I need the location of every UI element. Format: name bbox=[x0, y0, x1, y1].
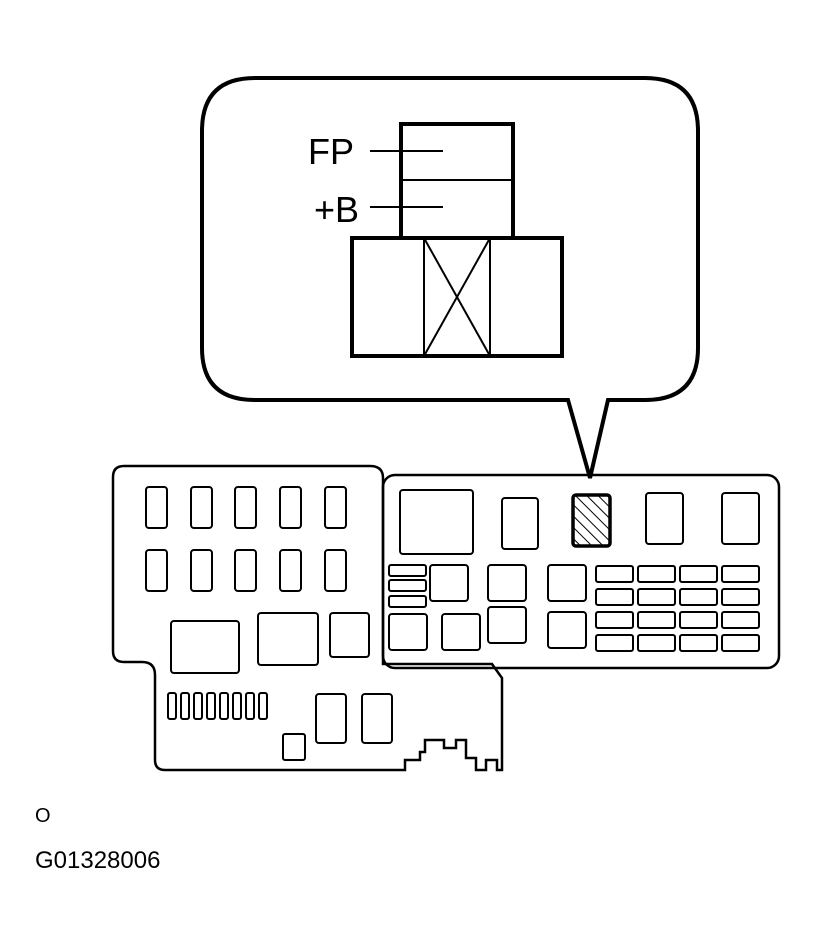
left-fuse bbox=[324, 549, 347, 592]
grid-fuse bbox=[595, 611, 634, 629]
mini-fuse bbox=[206, 692, 216, 720]
relay-cross-b bbox=[423, 237, 491, 357]
grid-fuse bbox=[637, 565, 676, 583]
grid-fuse bbox=[679, 565, 718, 583]
mini-fuse bbox=[245, 692, 255, 720]
small-fuse bbox=[388, 564, 427, 577]
right-large-relay bbox=[399, 489, 474, 555]
right-relay-block bbox=[381, 473, 781, 670]
left-relay bbox=[329, 612, 370, 658]
left-fuse bbox=[190, 549, 213, 592]
left-fuse bbox=[145, 549, 168, 592]
mini-fuse bbox=[167, 692, 177, 720]
small-fuse bbox=[388, 579, 427, 592]
left-fuse bbox=[190, 486, 213, 529]
left-fuse bbox=[145, 486, 168, 529]
mini-fuse bbox=[258, 692, 268, 720]
grid-fuse bbox=[637, 634, 676, 652]
mini-fuse bbox=[219, 692, 229, 720]
left-fuse-panel bbox=[111, 464, 504, 772]
left-small-block bbox=[282, 733, 306, 761]
highlighted-relay bbox=[571, 493, 612, 548]
terminal-b-label: +B bbox=[314, 189, 359, 230]
small-fuse bbox=[388, 595, 427, 608]
grid-fuse bbox=[595, 588, 634, 606]
mini-fuse bbox=[180, 692, 190, 720]
grid-fuse bbox=[595, 634, 634, 652]
left-fuse bbox=[279, 486, 302, 529]
grid-fuse bbox=[679, 611, 718, 629]
mini-fuse bbox=[232, 692, 242, 720]
grid-fuse bbox=[595, 565, 634, 583]
right-block bbox=[547, 564, 587, 602]
right-relay bbox=[721, 492, 760, 545]
left-fuse bbox=[324, 486, 347, 529]
right-block bbox=[441, 613, 481, 651]
right-relay bbox=[501, 497, 539, 550]
grid-fuse bbox=[637, 588, 676, 606]
right-block bbox=[388, 613, 428, 651]
right-relay bbox=[645, 492, 684, 545]
right-block bbox=[487, 564, 527, 602]
grid-fuse bbox=[721, 588, 760, 606]
grid-fuse bbox=[721, 565, 760, 583]
left-fuse bbox=[279, 549, 302, 592]
right-block bbox=[429, 564, 469, 602]
mini-fuse bbox=[193, 692, 203, 720]
left-relay bbox=[170, 620, 240, 674]
grid-fuse bbox=[679, 588, 718, 606]
grid-fuse bbox=[637, 611, 676, 629]
callout-bubble bbox=[200, 76, 700, 479]
right-block bbox=[547, 611, 587, 649]
terminal-fp-label: FP bbox=[308, 131, 354, 172]
left-fuse bbox=[234, 486, 257, 529]
grid-fuse bbox=[721, 611, 760, 629]
figure-code: G01328006 bbox=[35, 847, 160, 874]
right-block bbox=[487, 606, 527, 644]
relay-body bbox=[350, 236, 564, 358]
left-fuse bbox=[234, 549, 257, 592]
left-relay-small bbox=[315, 693, 347, 744]
grid-fuse bbox=[721, 634, 760, 652]
grid-fuse bbox=[679, 634, 718, 652]
left-relay bbox=[257, 612, 319, 666]
footer-letter: O bbox=[35, 805, 51, 827]
left-relay-small bbox=[361, 693, 393, 744]
